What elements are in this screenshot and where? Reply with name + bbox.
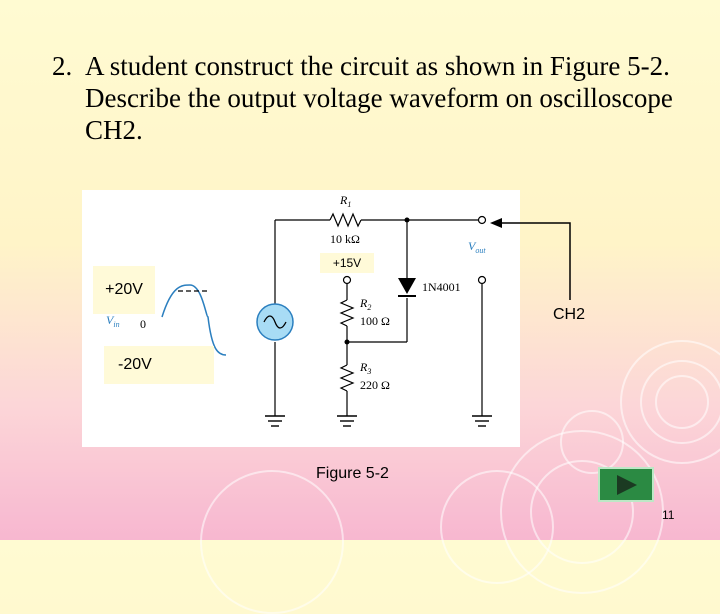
next-slide-button[interactable]	[598, 467, 654, 502]
input-waveform	[161, 284, 227, 356]
resistor-r2	[339, 299, 355, 327]
r3-name: R3	[359, 360, 371, 376]
r2-value: 100 Ω	[360, 314, 390, 328]
decorative-swirl	[440, 470, 554, 584]
r1-name: R1	[339, 193, 351, 209]
ac-source-wave	[263, 315, 287, 329]
diode-symbol	[398, 278, 416, 294]
decorative-swirl	[655, 375, 709, 429]
circuit-diagram: R1 10 kΩ R2 100 Ω R3 220 Ω 1N4001 0 Vout…	[82, 190, 520, 447]
junction-dot	[404, 217, 410, 223]
r2-name: R2	[359, 296, 371, 312]
vout-label: Vout	[468, 239, 486, 255]
figure-caption: Figure 5-2	[316, 465, 389, 482]
decorative-swirl	[560, 410, 624, 474]
decorative-swirl	[640, 360, 720, 444]
resistor-r1	[329, 212, 362, 228]
decorative-swirl	[500, 430, 664, 594]
decorative-swirl	[620, 340, 720, 464]
ch2-label: CH2	[553, 306, 586, 323]
zero-label: 0	[140, 317, 146, 331]
play-triangle-icon	[617, 474, 637, 495]
terminal-bias	[342, 275, 352, 285]
page-number: 11	[662, 508, 675, 522]
r3-value: 220 Ω	[360, 378, 390, 392]
vin-label: Vin	[106, 313, 120, 329]
vin-negative-label: -20V	[104, 346, 214, 384]
r1-value: 10 kΩ	[330, 232, 360, 246]
terminal-vout-bottom	[477, 275, 487, 285]
diode-label: 1N4001	[422, 280, 461, 294]
resistor-r3	[339, 364, 355, 392]
decorative-swirl	[200, 470, 344, 614]
vin-positive-label: +20V	[93, 266, 155, 314]
bias-voltage-label: +15V	[320, 253, 374, 273]
question-text: A student construct the circuit as shown…	[85, 51, 673, 145]
terminal-vout-top	[477, 215, 487, 225]
junction-dot	[344, 339, 350, 345]
question-number: 2.	[52, 51, 73, 81]
